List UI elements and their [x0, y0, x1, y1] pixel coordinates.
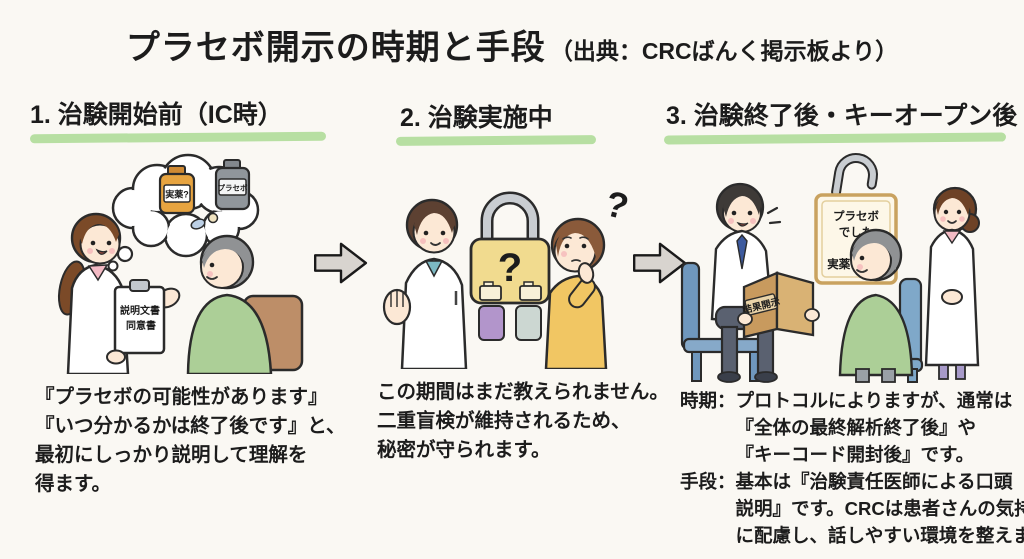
desc-line: 『いつ分かるかは終了後です』と、: [35, 415, 346, 437]
flow-arrow-icon: [314, 242, 368, 284]
lock-question-mark: ?: [498, 246, 522, 290]
pills-icon: [190, 212, 219, 230]
crc-figure: 説明文書 同意書: [57, 212, 181, 374]
panel3-description: 時期： プロトコルによりますが、通常は 『全体の最終解析終了後』や 『キーコード…: [680, 387, 1024, 549]
patient-figure: [838, 228, 914, 383]
placebo-bottle-icon: プラセボ: [214, 159, 251, 211]
illustration-result-disclosure: プラセボ でした or 実薬でした: [680, 153, 980, 383]
desc-line: この期間はまだ教えられません。: [377, 381, 669, 403]
desc-line: 最初にしっかり説明して理解を: [35, 444, 308, 466]
question-mark: ?: [601, 182, 632, 227]
panel-during-trial: 2. 治験実施中: [368, 103, 669, 465]
real-drug-bottle-icon: 実薬?: [158, 165, 196, 215]
desc-line: 『全体の最終解析終了後』や: [735, 417, 977, 438]
purple-bottle: [478, 305, 505, 341]
crc-figure: [924, 186, 980, 380]
results-book: 結果開示: [737, 271, 820, 339]
clipboard-line1: 説明文書: [120, 304, 160, 317]
consent-clipboard: 説明文書 同意書: [113, 279, 166, 355]
doctor-figure: [382, 198, 468, 369]
panel1-heading: 1. 治験開始前（IC時）: [30, 101, 283, 129]
desc-line: 『キーコード開封後』です。: [735, 444, 975, 465]
panel-after-trial: 3. 治験終了後・キーオープン後: [660, 101, 1024, 549]
clipboard-line2: 同意書: [126, 319, 156, 332]
panel2-heading: 2. 治験実施中: [400, 104, 553, 132]
green-underline: [29, 131, 327, 144]
desc-line: に配慮し、話しやすい環境を整えます。: [735, 525, 1024, 546]
desc-line: 二重盲検が維持されるため、: [377, 410, 631, 432]
panel2-description: この期間はまだ教えられません。 二重盲検が維持されるため、 秘密が守られます。: [377, 378, 669, 465]
green-underline: [395, 135, 597, 146]
desc-line: プロトコルによりますが、通常は: [735, 390, 1013, 411]
stop-hand: [382, 288, 412, 326]
hidden-bottles-silhouette: [479, 281, 542, 301]
panel-before-trial: 1. 治験開始前（IC時）: [29, 100, 346, 499]
illustration-informed-consent: 実薬? プラセボ: [57, 153, 304, 374]
sign-line1: プラセボ: [833, 209, 879, 223]
desc-line: 基本は『治験責任医師による口頭: [735, 471, 1013, 492]
desc-line: 『プラセボの可能性があります』: [35, 386, 328, 408]
desc-line: 秘密が守られます。: [377, 439, 551, 461]
flow-arrow-icon: [633, 242, 687, 284]
page-title: プラセボ開示の時期と手段（出典：CRCばんく掲示板より）: [0, 20, 1024, 69]
thinking-patient-figure: [544, 217, 608, 369]
desc-line: 説明』です。CRCは患者さんの気持ち: [735, 498, 1024, 519]
illustration-double-blind: ?: [382, 182, 632, 369]
title-source: （出典：CRCばんく掲示板より）: [549, 38, 899, 64]
green-underline: [663, 132, 1007, 145]
timing-label: 時期：: [680, 390, 736, 411]
gray-bottle: [515, 305, 542, 341]
title-text: プラセボ開示の時期と手段: [125, 29, 546, 67]
panel3-heading: 3. 治験終了後・キーオープン後: [666, 102, 1018, 130]
placebo-label: プラセボ: [218, 183, 248, 193]
doctor-figure: 結果開示: [710, 182, 820, 383]
real-drug-label: 実薬?: [165, 189, 189, 200]
panel1-description: 『プラセボの可能性があります』 『いつ分かるかは終了後です』と、 最初にしっかり…: [35, 383, 346, 499]
padlock-icon: ?: [469, 191, 551, 341]
method-label: 手段：: [680, 471, 736, 492]
doctor-blue-chair: [680, 261, 768, 382]
method-row: 手段： 基本は『治験責任医師による口頭 説明』です。CRCは患者さんの気持ち に…: [680, 468, 1024, 549]
timing-row: 時期： プロトコルによりますが、通常は 『全体の最終解析終了後』や 『キーコード…: [680, 387, 1020, 468]
desc-line: 得ます。: [35, 473, 112, 495]
patient-figure: [186, 234, 273, 374]
open-lock-shackle: [831, 153, 878, 198]
